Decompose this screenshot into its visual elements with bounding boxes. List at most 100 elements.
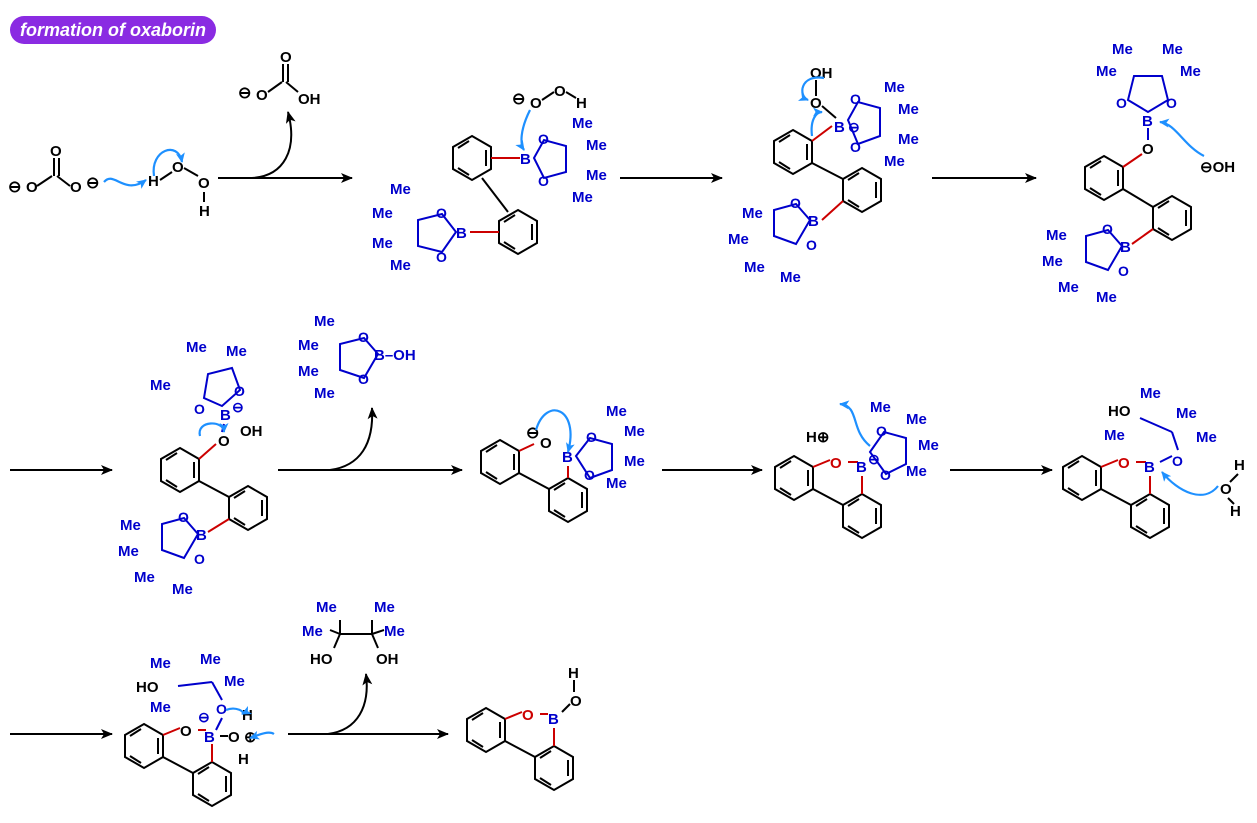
methyl: Me xyxy=(606,403,627,420)
atom-h: H xyxy=(148,173,159,190)
atom-h: H xyxy=(1234,457,1245,474)
methyl: Me xyxy=(572,189,593,206)
atom-o: O xyxy=(1142,141,1154,158)
atom-o: O xyxy=(810,95,822,112)
methyl: Me xyxy=(1162,41,1183,58)
methyl: Me xyxy=(390,181,411,198)
methyl: Me xyxy=(1096,289,1117,306)
atom-b: B xyxy=(808,213,819,230)
methyl: Me xyxy=(1042,253,1063,270)
atom-o: O xyxy=(1102,221,1113,237)
atom-o: O xyxy=(522,707,534,724)
atom-b: B xyxy=(562,449,573,466)
methyl: Me xyxy=(1180,63,1201,80)
atom-o: O xyxy=(1118,263,1129,279)
methyl: Me xyxy=(1176,405,1197,422)
oxaborin-pinacol-monoester-with-water: O B O HO Me Me Me Me H O H xyxy=(1062,385,1245,539)
atom-o: O xyxy=(358,329,369,345)
atom-o: O xyxy=(850,139,861,155)
methyl: Me xyxy=(1140,385,1161,402)
methyl: Me xyxy=(224,673,245,690)
charge-minus: ⊖ xyxy=(848,119,860,135)
atom-b: B xyxy=(520,151,531,168)
charge-minus: ⊖ xyxy=(512,91,525,108)
hydroxyl: OH xyxy=(240,423,263,440)
atom-h: H xyxy=(568,665,579,682)
methyl: Me xyxy=(780,269,801,286)
scheme-title-badge: formation of oxaborin xyxy=(10,16,216,44)
atom-b: B xyxy=(1142,113,1153,130)
charge-minus: ⊖ xyxy=(198,709,210,725)
atom-o: O xyxy=(26,179,38,196)
atom-o: O xyxy=(180,723,192,740)
atom-o: O xyxy=(228,729,240,746)
methyl: Me xyxy=(742,205,763,222)
atom-o: O xyxy=(1172,453,1183,469)
methyl: Me xyxy=(1046,227,1067,244)
atom-o: O xyxy=(256,87,268,104)
atom-o: O xyxy=(1118,455,1130,472)
atom-o: O xyxy=(806,237,817,253)
atom-b: B xyxy=(834,119,845,136)
atom-o: O xyxy=(830,455,842,472)
atom-o: O xyxy=(790,195,801,211)
atom-o: O xyxy=(850,91,861,107)
atom-h: H xyxy=(238,751,249,768)
atom-b: B xyxy=(548,711,559,728)
methyl: Me xyxy=(586,167,607,184)
methyl: Me xyxy=(906,411,927,428)
methyl: Me xyxy=(384,623,405,640)
atom-o: O xyxy=(178,509,189,525)
atom-o: O xyxy=(538,173,549,189)
atom-o: O xyxy=(172,159,184,176)
methyl: Me xyxy=(372,235,393,252)
atom-o: O xyxy=(530,95,542,112)
atom-o: O xyxy=(358,371,369,387)
atom-o: O xyxy=(234,383,245,399)
atom-o: O xyxy=(280,49,292,66)
charge-minus: ⊖ xyxy=(86,175,99,192)
methyl: Me xyxy=(884,153,905,170)
atom-o: O xyxy=(554,83,566,100)
methyl: Me xyxy=(150,377,171,394)
atom-o: O xyxy=(218,433,230,450)
methyl: Me xyxy=(906,463,927,480)
methyl: Me xyxy=(316,599,337,616)
methyl: Me xyxy=(572,115,593,132)
methyl: Me xyxy=(226,343,247,360)
hydroxyl: OH xyxy=(376,651,399,668)
methyl: Me xyxy=(870,399,891,416)
charge-minus: ⊖ xyxy=(238,85,251,102)
atom-b: B xyxy=(196,527,207,544)
atom-o: O xyxy=(876,423,887,439)
methyl: Me xyxy=(728,231,749,248)
atom-o: O xyxy=(198,175,210,192)
aryl-borate-ester-with-hydroxide: O B O O Me Me Me Me ⊖OH B O O Me Me Me M… xyxy=(1042,41,1235,306)
atom-o: O xyxy=(436,249,447,265)
boron-hydroxyl: B–OH xyxy=(374,347,416,364)
hydroxide: ⊖OH xyxy=(1200,159,1235,176)
carbonate-molecule: ⊖ O O O ⊖ xyxy=(8,143,99,196)
proton: H⊕ xyxy=(806,429,829,446)
methyl: Me xyxy=(1104,427,1125,444)
methyl: Me xyxy=(200,651,221,668)
methyl: Me xyxy=(172,581,193,598)
charge-minus: ⊖ xyxy=(8,179,21,196)
atom-o: O xyxy=(194,551,205,567)
atom-b: B xyxy=(1120,239,1131,256)
methyl: Me xyxy=(898,131,919,148)
atom-b: B xyxy=(1144,459,1155,476)
atom-h: H xyxy=(242,707,253,724)
methyl: Me xyxy=(624,453,645,470)
pinacolborane-hydroxide-byproduct: O O B–OH Me Me Me Me xyxy=(298,313,416,402)
biphenyl-bis-bpin-with-hydroperoxide: B O O Me Me Me Me B O O Me Me Me Me ⊖ O … xyxy=(372,83,607,274)
methyl: Me xyxy=(372,205,393,222)
methyl: Me xyxy=(1058,279,1079,296)
pinacol-byproduct: Me Me Me Me HO OH xyxy=(302,599,405,668)
methyl: Me xyxy=(298,363,319,380)
methyl: Me xyxy=(1196,429,1217,446)
atom-h: H xyxy=(576,95,587,112)
bicarbonate-molecule: ⊖ O O OH xyxy=(238,49,321,108)
phenoxide-boronate-intermediate: ⊖ O B O O Me Me Me Me xyxy=(480,403,645,523)
